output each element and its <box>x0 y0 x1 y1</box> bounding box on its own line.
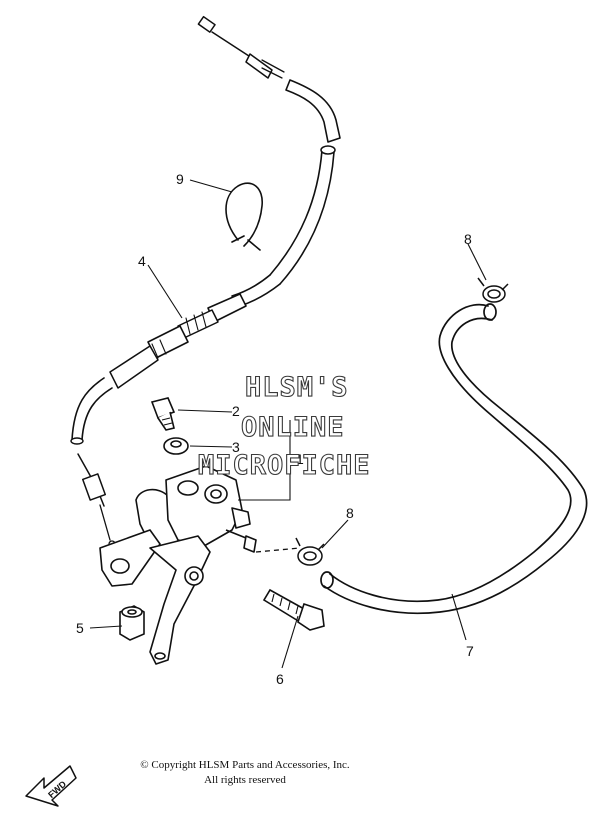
callout-3: 3 <box>232 439 240 455</box>
hose-clamp-bottom[interactable] <box>295 537 325 566</box>
hose-connection-line <box>255 547 301 553</box>
callout-4: 4 <box>138 253 146 269</box>
watermark-line-2: ONLINE <box>241 412 345 443</box>
rights-notice: All rights reserved <box>204 774 286 786</box>
hose-clamp-top[interactable] <box>477 277 509 303</box>
cable-clip[interactable] <box>225 182 263 251</box>
callout-7: 7 <box>466 643 474 659</box>
callout-5: 5 <box>76 620 84 636</box>
callout-6: 6 <box>276 671 284 687</box>
throttle-cable[interactable] <box>70 15 341 548</box>
oil-hose[interactable] <box>320 303 588 615</box>
copyright-notice: © Copyright HLSM Parts and Accessories, … <box>140 759 350 771</box>
callout-8-bottom: 8 <box>346 505 354 521</box>
watermark-line-3: MICROFICHE <box>198 450 371 481</box>
watermark-line-1: HLSM'S <box>245 372 349 403</box>
callout-2: 2 <box>232 403 240 419</box>
washer-3[interactable] <box>163 437 189 455</box>
callout-8-top: 8 <box>464 231 472 247</box>
leader-lines <box>89 179 487 669</box>
bolt-6[interactable] <box>262 588 325 631</box>
callout-9: 9 <box>176 171 184 187</box>
oil-pump[interactable] <box>99 465 257 665</box>
fwd-arrow-icon: FWD <box>25 765 77 807</box>
nut-5[interactable] <box>119 605 145 641</box>
bolt-2[interactable] <box>150 397 176 431</box>
callout-1: 1 <box>296 451 304 467</box>
